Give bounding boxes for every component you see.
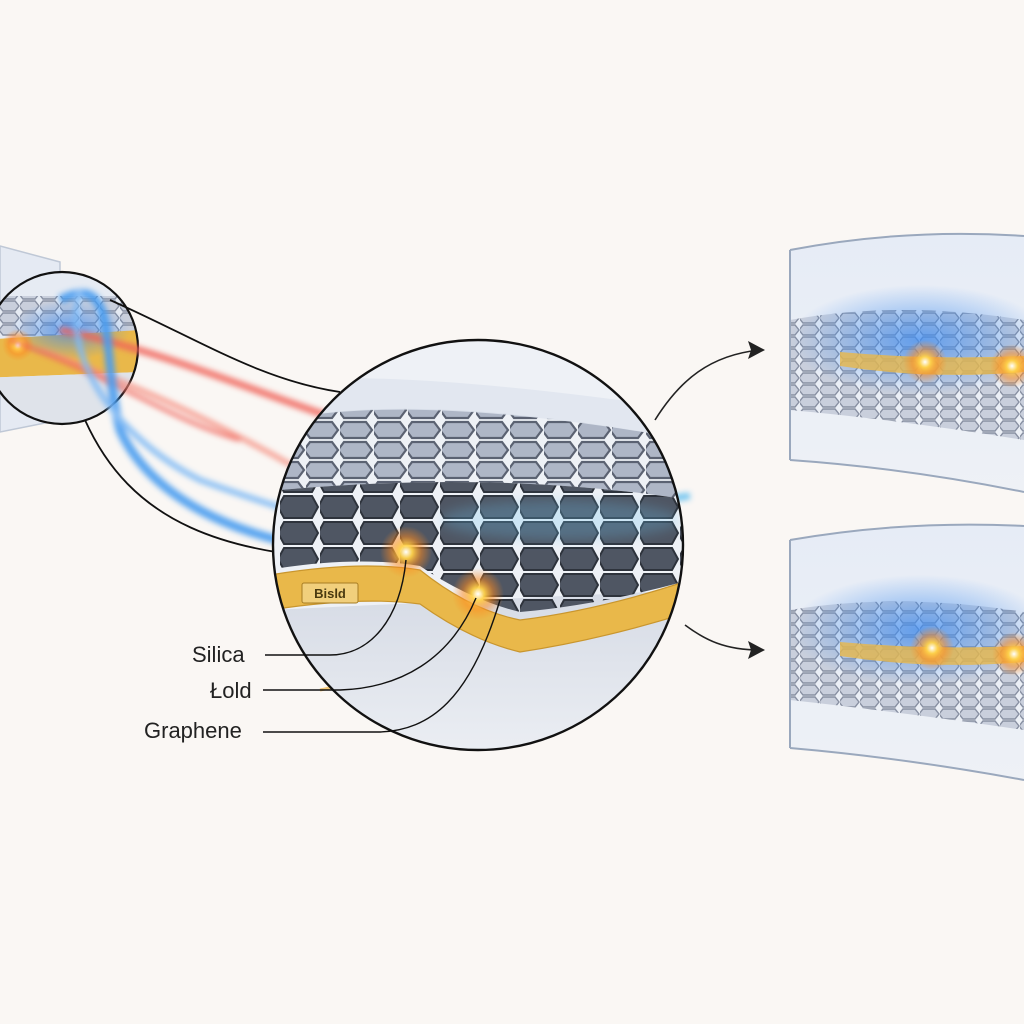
graphene-lattice-top (280, 408, 683, 500)
hotspot-2 (452, 568, 504, 620)
arrow-to-top-panel (654, 341, 765, 421)
layer-tag-box (301, 582, 359, 604)
result-panel-top (789, 232, 1024, 493)
hotspot-1 (380, 526, 432, 578)
label-gold: Łold (210, 678, 252, 703)
label-graphene-group: Graphene (144, 599, 501, 743)
label-silica-group: Silica (192, 559, 407, 667)
panel-bottom-hotspot-1 (910, 626, 954, 670)
layer-tag: Bisld (314, 586, 346, 601)
label-graphene: Graphene (144, 718, 242, 743)
label-gold-group: Łold (210, 597, 477, 703)
result-panel-bottom (789, 523, 1024, 781)
arrow-head-icon (748, 341, 765, 359)
arrow-to-bottom-panel (684, 624, 765, 659)
label-silica: Silica (192, 642, 245, 667)
panel-top-hotspot-1 (903, 340, 947, 384)
arrow-head-icon (748, 641, 765, 659)
large-zoom-circle: Bisld (271, 338, 685, 752)
panel-bottom-hotspot-2 (992, 632, 1024, 676)
panel-top-hotspot-2 (990, 344, 1024, 388)
